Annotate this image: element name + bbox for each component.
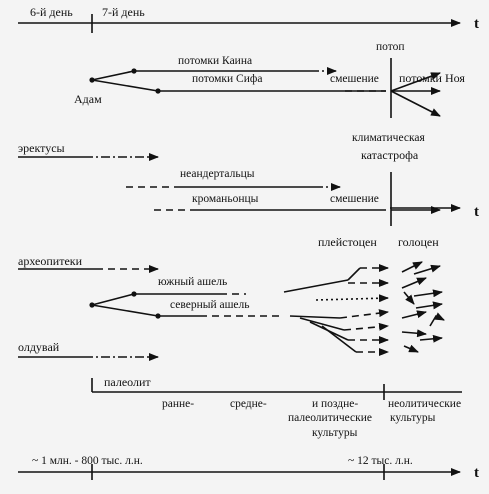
seth-branch-start [91, 79, 159, 92]
south-acheul-branch [91, 293, 135, 306]
biblical-mixing-label: смешение [330, 73, 379, 85]
fan-line-5 [299, 317, 345, 331]
cain-branch-start [91, 70, 135, 81]
holocene-arrow-10 [419, 334, 443, 343]
paleolithic-cultures-label-1: палеолитические [288, 412, 372, 424]
holocene-arrow-9 [401, 329, 427, 338]
holocene-arrow-3 [401, 277, 427, 289]
day6-label: 6-й день [30, 5, 73, 19]
holocene-label: голоцен [398, 235, 439, 249]
cain-label: потомки Каина [178, 55, 252, 67]
south-acheul-label: южный ашель [158, 276, 227, 288]
catastrophe-label-2: катастрофа [361, 148, 419, 162]
biblical-lineage: Адам потомки Каина потомки Сифа смешение… [74, 41, 465, 118]
holocene-arrow-5 [413, 289, 443, 298]
top-axis-t-label: t [474, 16, 479, 32]
fan-line-1b [347, 267, 361, 281]
neanderthal-label: неандертальцы [180, 168, 255, 180]
holocene-arrow-2 [413, 264, 441, 275]
seth-label: потомки Сифа [192, 73, 262, 85]
late-paleolithic-label: и поздне- [312, 398, 358, 410]
north-acheul-branch [91, 304, 159, 317]
catastrophe-label-1: климатическая [352, 132, 425, 144]
noah-arrow-up [390, 72, 441, 92]
bottom-end-label: ~ 12 тыс. л.н. [348, 455, 413, 467]
holocene-arrow-1 [401, 261, 423, 273]
paleolithic-cultures-label-2: культуры [312, 427, 358, 439]
early-paleolithic-label: ранне- [162, 398, 194, 410]
north-acheul-label: северный ашель [170, 299, 250, 311]
fan-line-1 [283, 279, 349, 293]
fan-arrow-3 [315, 294, 389, 303]
hominid-mixing-label: смешение [330, 193, 379, 205]
holocene-arrow-6 [415, 301, 443, 310]
paleolithic-label: палеолит [104, 375, 151, 389]
hominid-lineages: эректусы неандертальцы кроманьонцы смеше… [18, 132, 441, 226]
bottom-start-label: ~ 1 млн. - 800 тыс. л.н. [32, 455, 143, 467]
holocene-arrow-11 [403, 344, 419, 353]
erectus-label: эректусы [18, 141, 65, 155]
pleistocene-label: плейстоцен [318, 235, 377, 249]
adam-label: Адам [74, 92, 102, 106]
flood-label: потоп [376, 41, 405, 53]
olduvai-label: олдувай [18, 340, 60, 354]
culture-lineages: плейстоцен голоцен археопитеки южный аше… [18, 235, 462, 439]
bottom-time-axis: t ~ 1 млн. - 800 тыс. л.н. ~ 12 тыс. л.н… [18, 455, 479, 481]
noah-label: потомки Ноя [399, 71, 465, 85]
middle-axis-t-label: t [474, 204, 479, 220]
day7-label: 7-й день [102, 5, 145, 19]
holocene-arrow-7 [401, 310, 427, 319]
top-time-axis: t 6-й день 7-й день [18, 5, 479, 33]
cromagnon-label: кроманьонцы [192, 193, 259, 205]
middle-paleolithic-label: средне- [230, 398, 267, 410]
noah-arrow-down [390, 90, 441, 117]
archaeopithecus-label: археопитеки [18, 254, 83, 268]
fan-arrow-4 [339, 309, 389, 319]
neolithic-label-2: культуры [390, 412, 436, 424]
neolithic-label-1: неолитические [388, 398, 461, 410]
fan-line-7 [321, 325, 357, 353]
middle-time-axis: t [390, 204, 479, 220]
fan-arrow-5 [343, 322, 389, 331]
bottom-axis-t-label: t [474, 465, 479, 481]
holocene-arrow-4 [403, 291, 415, 305]
holocene-arrow-8 [429, 312, 445, 327]
fan-line-4 [289, 315, 341, 319]
